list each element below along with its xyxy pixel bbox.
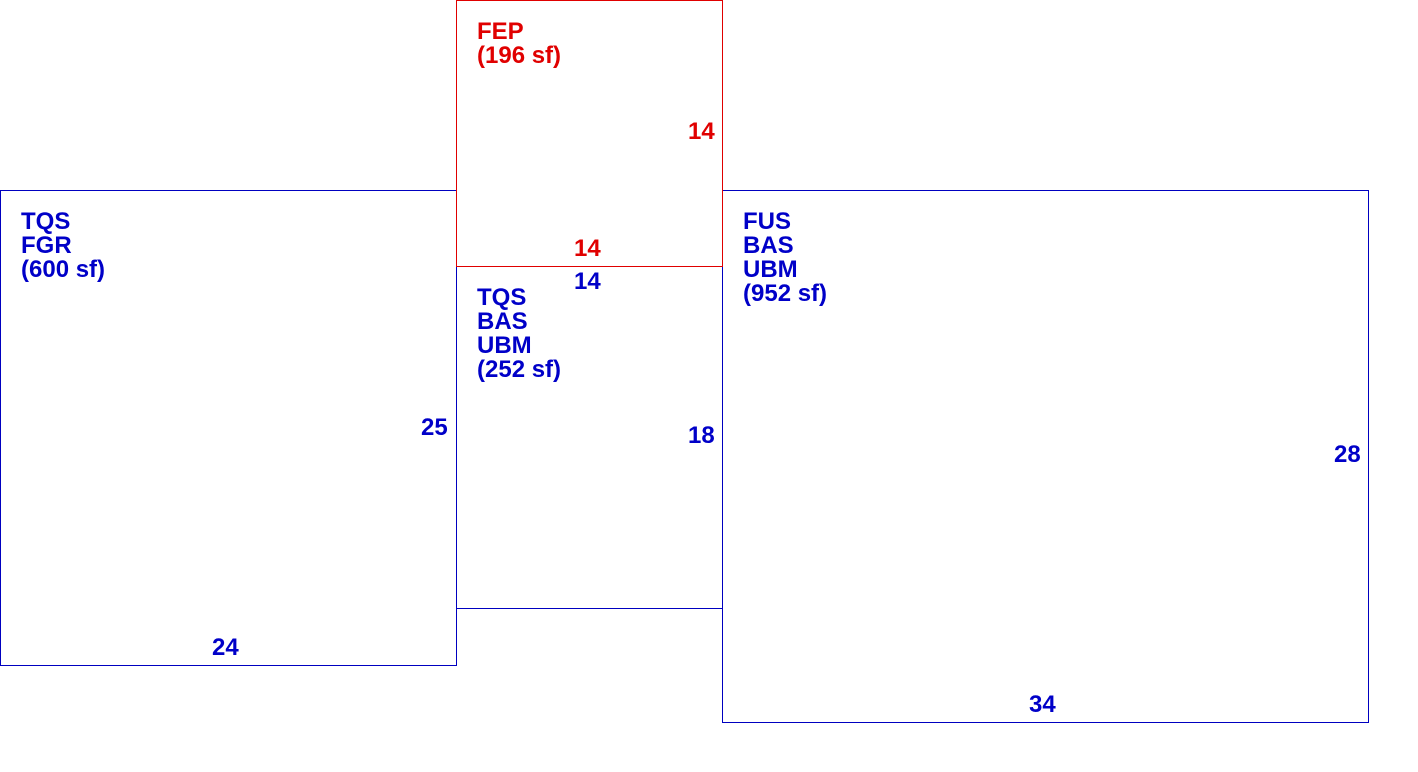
left-dim-bottom: 24 xyxy=(212,634,239,661)
top-area: (196 sf) xyxy=(477,42,562,69)
right-dim-right: 28 xyxy=(1334,441,1361,468)
center-code-2: BAS xyxy=(477,308,528,335)
room-right xyxy=(722,190,1369,723)
left-dim-right: 25 xyxy=(421,414,448,441)
right-code-3: UBM xyxy=(743,256,798,283)
center-code-3: UBM xyxy=(477,332,532,359)
center-dim-top: 14 xyxy=(574,268,601,295)
center-code-1: TQS xyxy=(477,284,527,311)
top-dim-right: 14 xyxy=(688,118,715,145)
left-area: (600 sf) xyxy=(21,256,106,283)
left-code-2: FGR xyxy=(21,232,72,259)
top-dim-bottom: 14 xyxy=(574,235,601,262)
left-code-1: TQS xyxy=(21,208,71,235)
right-code-2: BAS xyxy=(743,232,794,259)
center-dim-right: 18 xyxy=(688,422,715,449)
center-area: (252 sf) xyxy=(477,356,562,383)
right-code-1: FUS xyxy=(743,208,791,235)
top-code-1: FEP xyxy=(477,18,524,45)
right-area: (952 sf) xyxy=(743,280,828,307)
right-dim-bottom: 34 xyxy=(1029,691,1056,718)
room-top-fep xyxy=(456,0,723,267)
